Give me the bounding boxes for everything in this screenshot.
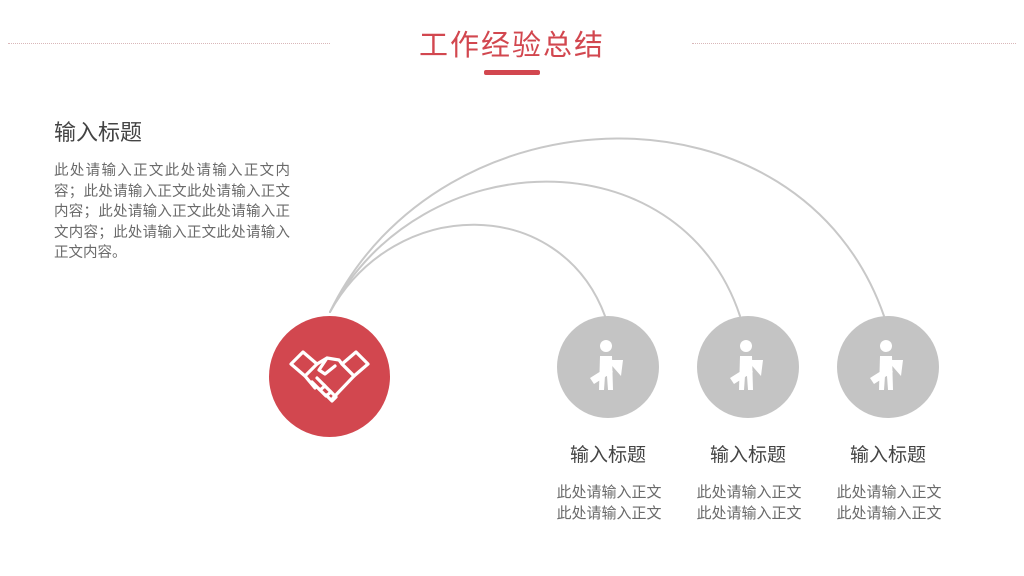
main-node-circle <box>269 316 390 437</box>
node-3-body: 此处请输入正文此处请输入正文 <box>836 483 942 522</box>
person-growth-icon <box>730 340 763 390</box>
arc-to-node-3 <box>329 137 885 317</box>
intro-title: 输入标题 <box>54 121 143 146</box>
person-growth-icon <box>870 340 903 390</box>
left-dotted-rule <box>8 43 330 44</box>
node-1-body: 此处请输入正文此处请输入正文 <box>556 483 662 522</box>
node-2-body: 此处请输入正文此处请输入正文 <box>696 483 802 522</box>
page-title: 工作经验总结 <box>418 28 605 62</box>
node-2-circle <box>697 316 799 418</box>
intro-body: 此处请输入正文此处请输入正文内容；此处请输入正文此处请输入正文内容；此处请输入正… <box>54 163 290 261</box>
arc-to-node-2 <box>329 180 741 317</box>
arc-to-node-1 <box>329 223 606 317</box>
node-1-circle <box>557 316 659 418</box>
node-3-circle <box>837 316 939 418</box>
node-2-title: 输入标题 <box>709 444 786 466</box>
handshake-icon <box>289 350 370 403</box>
person-growth-icon <box>590 340 623 390</box>
right-dotted-rule <box>692 43 1016 44</box>
node-1-title: 输入标题 <box>569 444 646 466</box>
node-3-title: 输入标题 <box>849 444 926 466</box>
title-underline <box>484 70 540 75</box>
